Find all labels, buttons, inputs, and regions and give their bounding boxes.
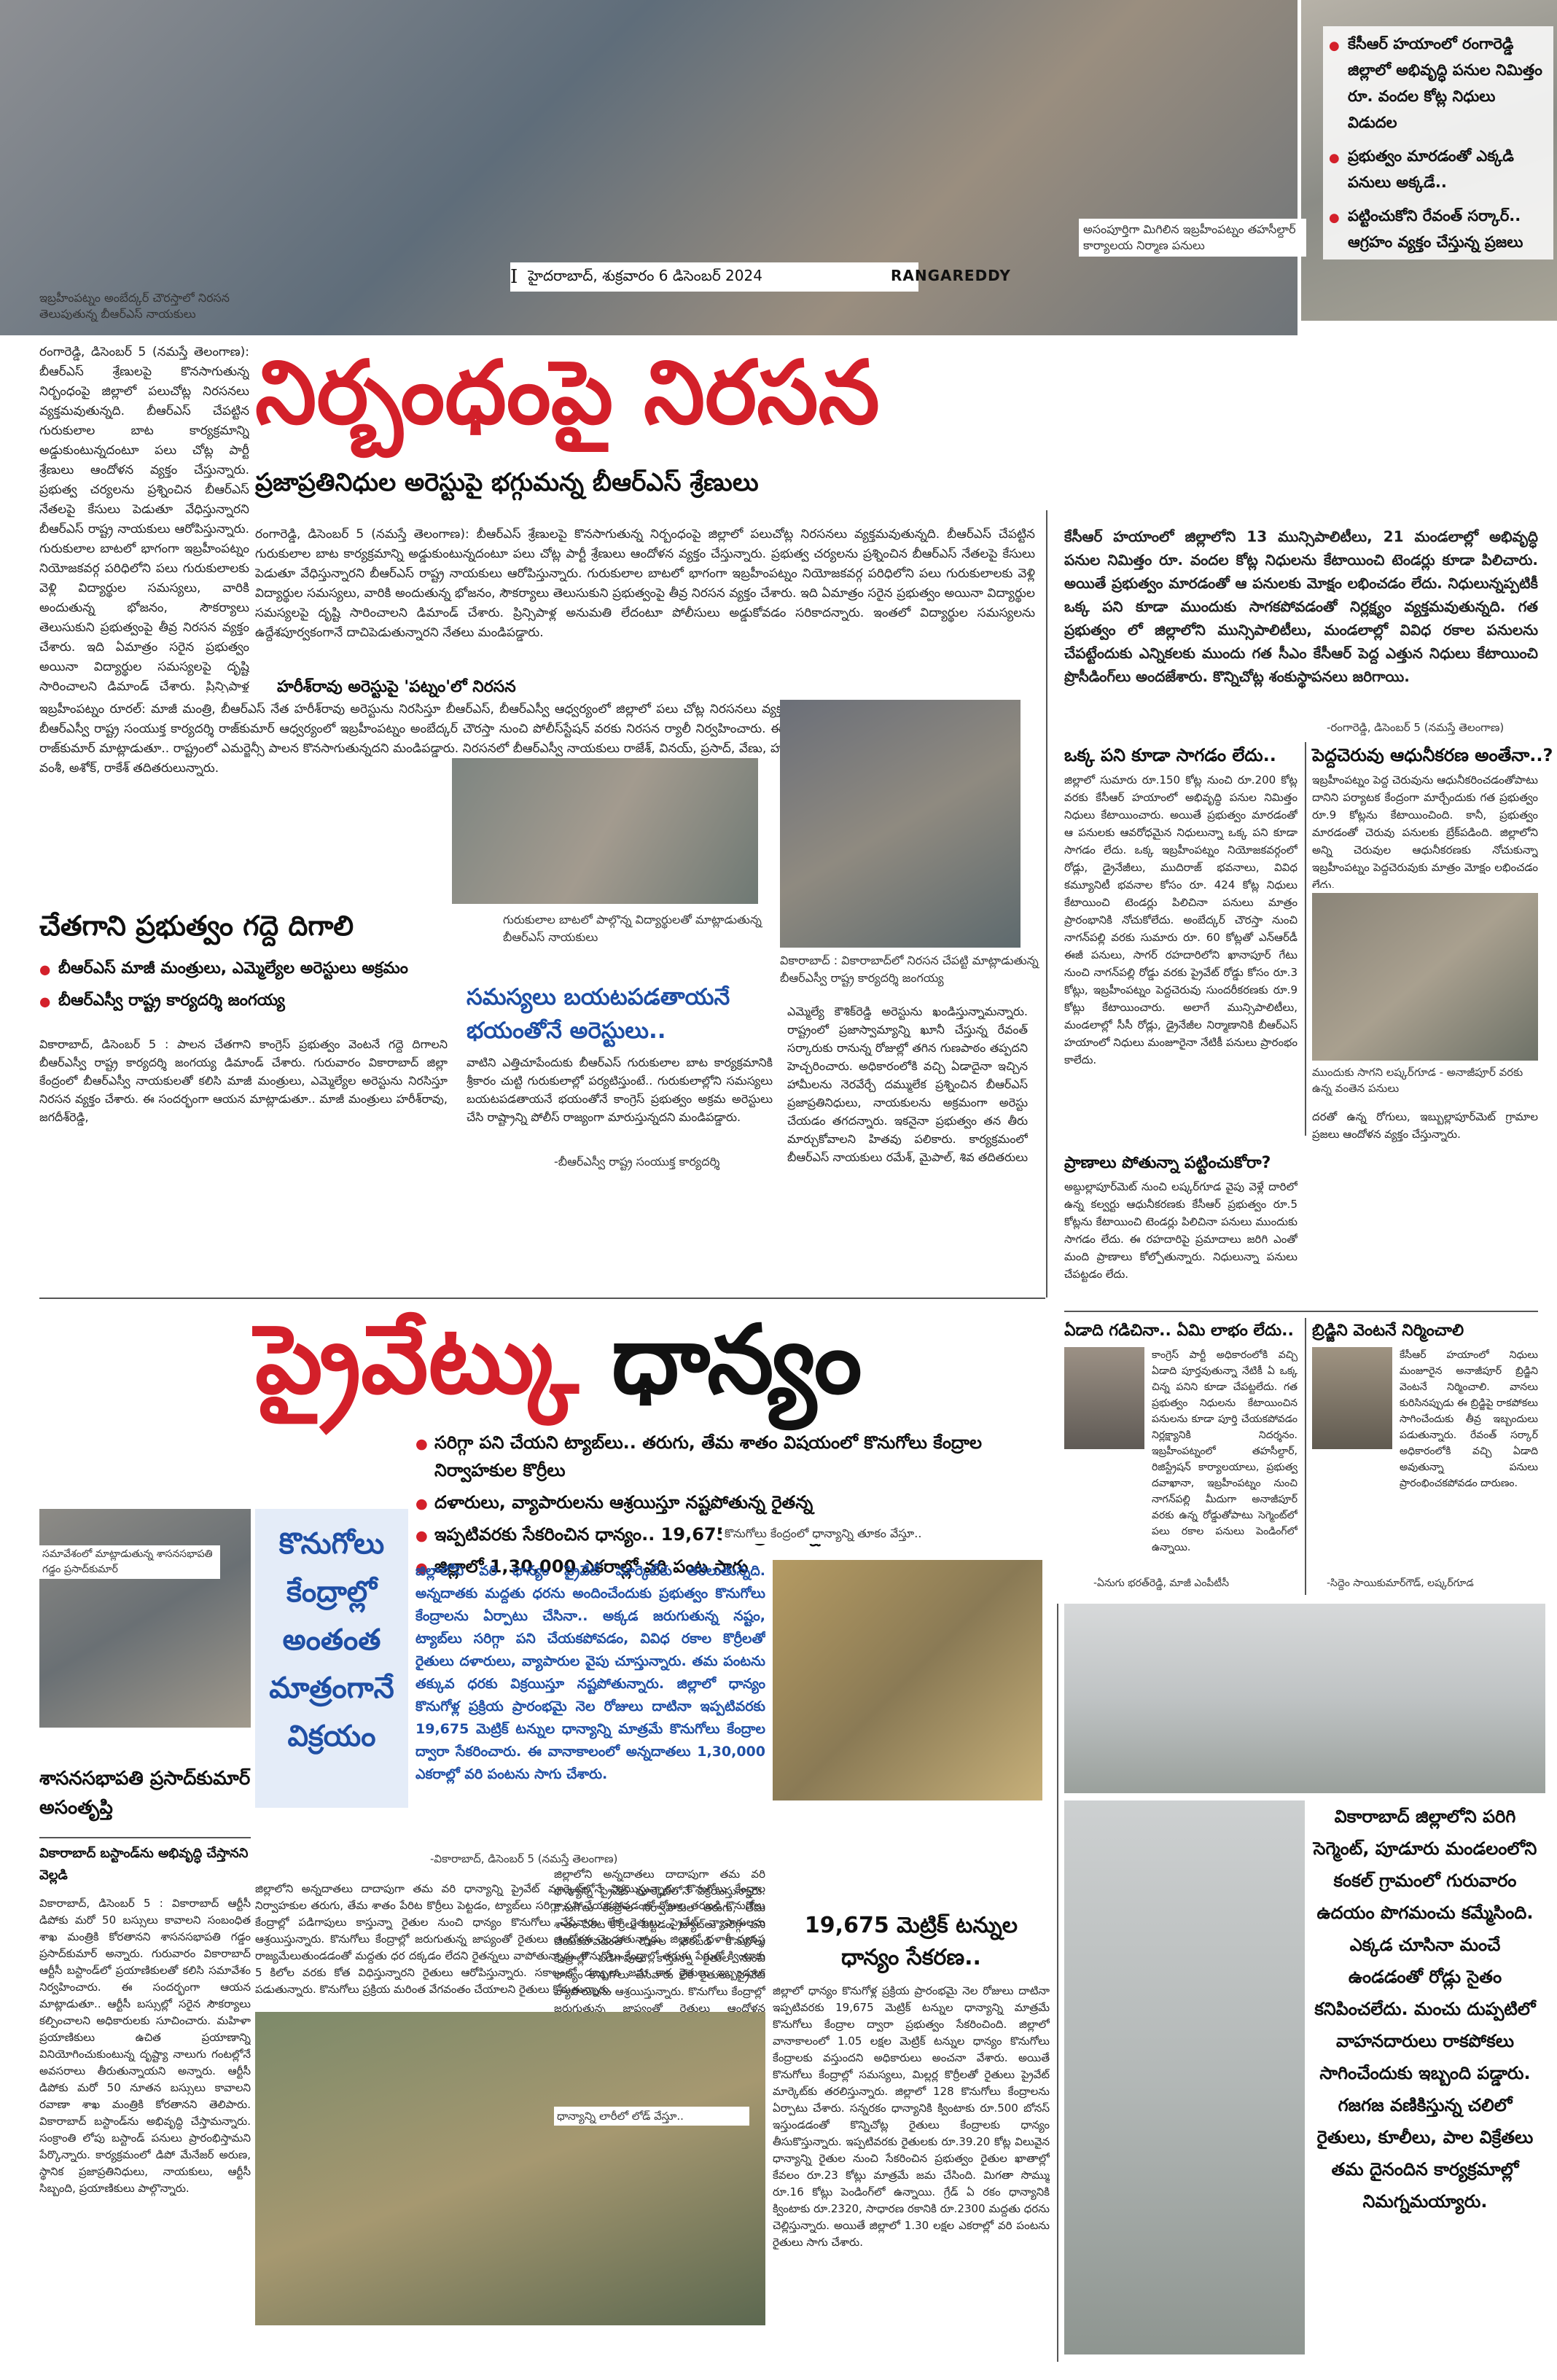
blue-credit: -వికారాబాద్, డిసెంబర్ 5 (నమస్తే తెలంగాణ) (430, 1852, 618, 1865)
story1-body3: ఎమ్మెల్యే కౌశిక్‌రెడ్డి అరెస్టును ఖండిస్… (787, 1004, 1028, 1170)
right-divider-h (1064, 1311, 1538, 1312)
right-inner-divider-2 (1305, 1318, 1306, 1595)
photo-paddy-lorry (255, 2012, 765, 2325)
photo-caption-lorry: ధాన్యాన్ని లారీలో లోడ్ వేస్తూ.. (554, 2107, 749, 2126)
edition-label: RANGAREDDY (891, 267, 1011, 284)
headline-private-dhanyam: ప్రైవేట్కు ధాన్యం (255, 1301, 862, 1418)
headline-nirbandham: నిర్బంధంపై నిరసన (255, 343, 880, 444)
box-bullets-chethagani: బీఆర్ఎస్ మాజీ మంత్రులు, ఎమ్మెల్యేల అరెస్… (39, 955, 448, 1016)
right-section-3-body: అబ్దుల్లాపూర్‌మెట్ నుంచి లష్కర్‌గూడ వైపు… (1064, 1180, 1298, 1281)
photo-paddy-weighing (773, 1560, 1042, 1800)
top-bullet-2: ప్రభుత్వం మారడంతో ఎక్కడి పనులు అక్కడే.. (1329, 143, 1548, 195)
subheadline-arrests: ప్రజాప్రతినిధుల అరెస్టుపై భగ్గుమన్న బీఆర… (255, 468, 759, 497)
story2-bullet-4: జిల్లాలో 1,30,000 ఎకరాల్లో వరి పంట సాగు (415, 1553, 1028, 1582)
pull-quote: సమస్యలు బయటపడతాయనే భయంతోనే అరెస్టులు.. (467, 984, 730, 1044)
right-section-2-body: ఇబ్రహీంపట్నం పెద్ద చెరువును ఆధునీకరించడం… (1312, 773, 1538, 888)
box2-headline: 19,675 మెట్రిక్ టన్నుల ధాన్యం సేకరణ.. (804, 1913, 1018, 1970)
right-section-1-title: ఒక్క పని కూడా సాగడం లేదు.. (1064, 745, 1276, 765)
right-side-note: దరతో ఉన్న రోగులు, ఇబ్బుల్లాపూర్‌మెట్ గ్ర… (1312, 1110, 1538, 1141)
story1-body2: ఇబ్రహీంపట్నం రూరల్: మాజీ మంత్రి, బీఆర్ఎస… (39, 702, 841, 776)
divider-story2-top (39, 1298, 1045, 1299)
right-section-4-body: కాంగ్రెస్ పార్టీ అధికారంలోకి వచ్చి ఏడాది… (1152, 1349, 1298, 1553)
story1-body-wide: రంగారెడ్డి, డిసెంబర్ 5 (నమస్తే తెలంగాణ):… (255, 527, 1035, 640)
top-bullet-1: కేసీఆర్ హయాంలో రంగారెడ్డి జిల్లాలో అభివృ… (1329, 31, 1548, 136)
speaker-body: వికారాబాద్, డిసెంబర్ 5 : వికారాబాద్ ఆర్ట… (39, 1897, 251, 2195)
photo-vikarabad-protest (780, 700, 1021, 948)
masthead: I హైదరాబాద్, శుక్రవారం 6 డిసెంబర్ 2024 (510, 262, 918, 292)
right-section-1-body: జిల్లాలో సుమారు రూ.150 కోట్ల నుంచి రూ.20… (1064, 773, 1298, 1066)
photo-caption-bridge: ముందుకు సాగని లష్కర్‌గూడ - అనాజీపూర్ వరక… (1312, 1066, 1523, 1095)
blue-body: జిల్లాలోని వరి ధాన్యం ప్రైవేట్ మార్కెట్‌… (415, 1563, 765, 1782)
blue-headline-box (255, 1509, 408, 1808)
box-headline-chethagani: చేతగాని ప్రభుత్వం గద్దె దిగాలి (39, 910, 354, 942)
box2-body: జిల్లాలో ధాన్యం కొనుగోళ్ల ప్రక్రియ ప్రార… (773, 1984, 1050, 2249)
column-divider-top (1046, 510, 1047, 1298)
story2-bullets: సరిగ్గా పని చేయని ట్యాబ్‌లు.. తరుగు, తేమ… (415, 1429, 1028, 1582)
top-right-bullets: కేసీఆర్ హయాంలో రంగారెడ్డి జిల్లాలో అభివృ… (1323, 26, 1553, 260)
masthead-date: హైదరాబాద్, శుక్రవారం 6 డిసెంబర్ 2024 (528, 266, 762, 284)
right-section-2-title: పెద్దచెరువు ఆధునీకరణ అంతేనా..? (1312, 745, 1553, 765)
right-section-5-title: బ్రిడ్జిని వెంటనే నిర్మించాలి (1312, 1322, 1464, 1340)
right-section-3-title: ప్రాణాలు పోతున్నా పట్టించుకోరా? (1064, 1154, 1271, 1172)
box-body-chethagani: వికారాబాద్, డిసెంబర్ 5 : పాలన చేతగాని కా… (39, 1037, 448, 1124)
speaker-headline: శాసనసభాపతి ప్రసాద్‌కుమార్ అసంతృప్తి (39, 1768, 251, 1819)
right-inner-divider (1305, 742, 1306, 1136)
subhead-harish-arrest: హరీశ్‌రావు అరెస్టుపై 'పట్నం'లో నిరసన (277, 678, 516, 696)
right-story-lead-credit: -రంగారెడ్డి, డిసెంబర్ 5 (నమస్తే తెలంగాణ) (1327, 721, 1505, 734)
speaker-deck: వికారాబాద్ బస్టాండ్‌ను అభివృద్ధి చేస్తాన… (39, 1837, 251, 1887)
top-bullet-3: పట్టించుకోని రేవంత్ సర్కార్.. ఆగ్రహం వ్య… (1329, 203, 1548, 255)
right-section-4-title: ఏడాది గడిచినా.. ఏమి లాభం లేదు.. (1064, 1322, 1294, 1340)
photo-portrait-bharath (1064, 1347, 1144, 1449)
photo-caption-weighing: కొనుగోలు కేంద్రంలో ధాన్యాన్ని తూకం వేస్త… (722, 1523, 1048, 1544)
right-section-5-body: కేసీఆర్ హయాంలో నిధులు మంజూరైన అనాజీపూర్ … (1400, 1349, 1538, 1489)
story1-body-col1: రంగారెడ్డి, డిసెంబర్ 5 (నమస్తే తెలంగాణ):… (39, 345, 249, 692)
box-bullet-2: బీఆర్ఎస్వీ రాష్ట్ర కార్యదర్శి జంగయ్య (39, 987, 448, 1016)
photo-caption-gurukulam: గురుకులాల బాటలో పాల్గొన్న విద్యార్థులతో … (503, 913, 762, 944)
story2-col-b: జిల్లాలోని అన్నదాతలు దాదాపుగా తమ వరి ధాన… (255, 1882, 765, 1996)
box-bullet-1: బీఆర్ఎస్ మాజీ మంత్రులు, ఎమ్మెల్యేల అరెస్… (39, 955, 448, 984)
blue-headline: కొనుగోలు కేంద్రాల్లో అంతంత మాత్రంగానే వి… (269, 1527, 394, 1753)
story2-bullet-2: దళారులు, వ్యాపారులను ఆశ్రయిస్తూ నష్టపోతు… (415, 1489, 1028, 1518)
right-section-4-credit: -ఏనుగు భరత్‌రెడ్డి, మాజీ ఎంపీటీసీ (1093, 1577, 1230, 1589)
pull-quote-credit: -బీఆర్ఎస్వీ రాష్ట్ర సంయుక్త కార్యదర్శి (554, 1155, 720, 1168)
right-story-lead: కేసీఆర్ హయాంలో జిల్లాలోని 13 మున్సిపాలిట… (1064, 528, 1538, 685)
right-section-5-credit: -సిద్దెం సాయికుమార్‌గౌడ్, లష్కర్‌గూడ (1327, 1577, 1474, 1589)
photo-caption-protest: ఇబ్రహీంపట్నం అంబేద్కర్ చౌరస్తాలో నిరసన త… (39, 291, 230, 321)
photo-caption-speaker: సమావేశంలో మాట్లాడుతున్న శాసనసభాపతి గడ్డం… (39, 1545, 220, 1579)
page-marker: I (510, 266, 518, 288)
story2-col-a: జిల్లాలోని అన్నదాతలు దాదాపుగా తమ వరి ధాన… (554, 1868, 765, 2012)
photo-gurukulam (452, 758, 758, 904)
photo-fog-2 (1064, 1800, 1305, 2354)
fog-story-body: వికారాబాద్ జిల్లాలోని పరిగి సెగ్మెంట్, ప… (1313, 1806, 1537, 2212)
photo-fog (1064, 1604, 1545, 1793)
headline-private: ప్రైవేట్ (255, 1304, 579, 1415)
photo-portrait-sai (1312, 1347, 1392, 1449)
column-divider-bottom (1057, 1604, 1058, 2362)
tahsildar-caption: అసంపూర్తిగా మిగిలిన ఇబ్రహీంపట్నం తహసీల్ద… (1079, 219, 1306, 257)
photo-caption-vikarabad: వికారాబాద్ : వికారాబాద్‌లో నిరసన చేపట్టి… (780, 953, 1039, 985)
photo-bridge (1312, 893, 1538, 1061)
photo-speaker-meeting (39, 1509, 251, 1728)
story2-bullet-1: సరిగ్గా పని చేయని ట్యాబ్‌లు.. తరుగు, తేమ… (415, 1429, 1028, 1484)
headline-dhanyam: కు ధాన్యం (578, 1304, 862, 1415)
pull-quote-body: వాటిని ఎత్తిచూపేందుకు బీఆర్ఎస్ గురుకులాల… (467, 1056, 773, 1124)
